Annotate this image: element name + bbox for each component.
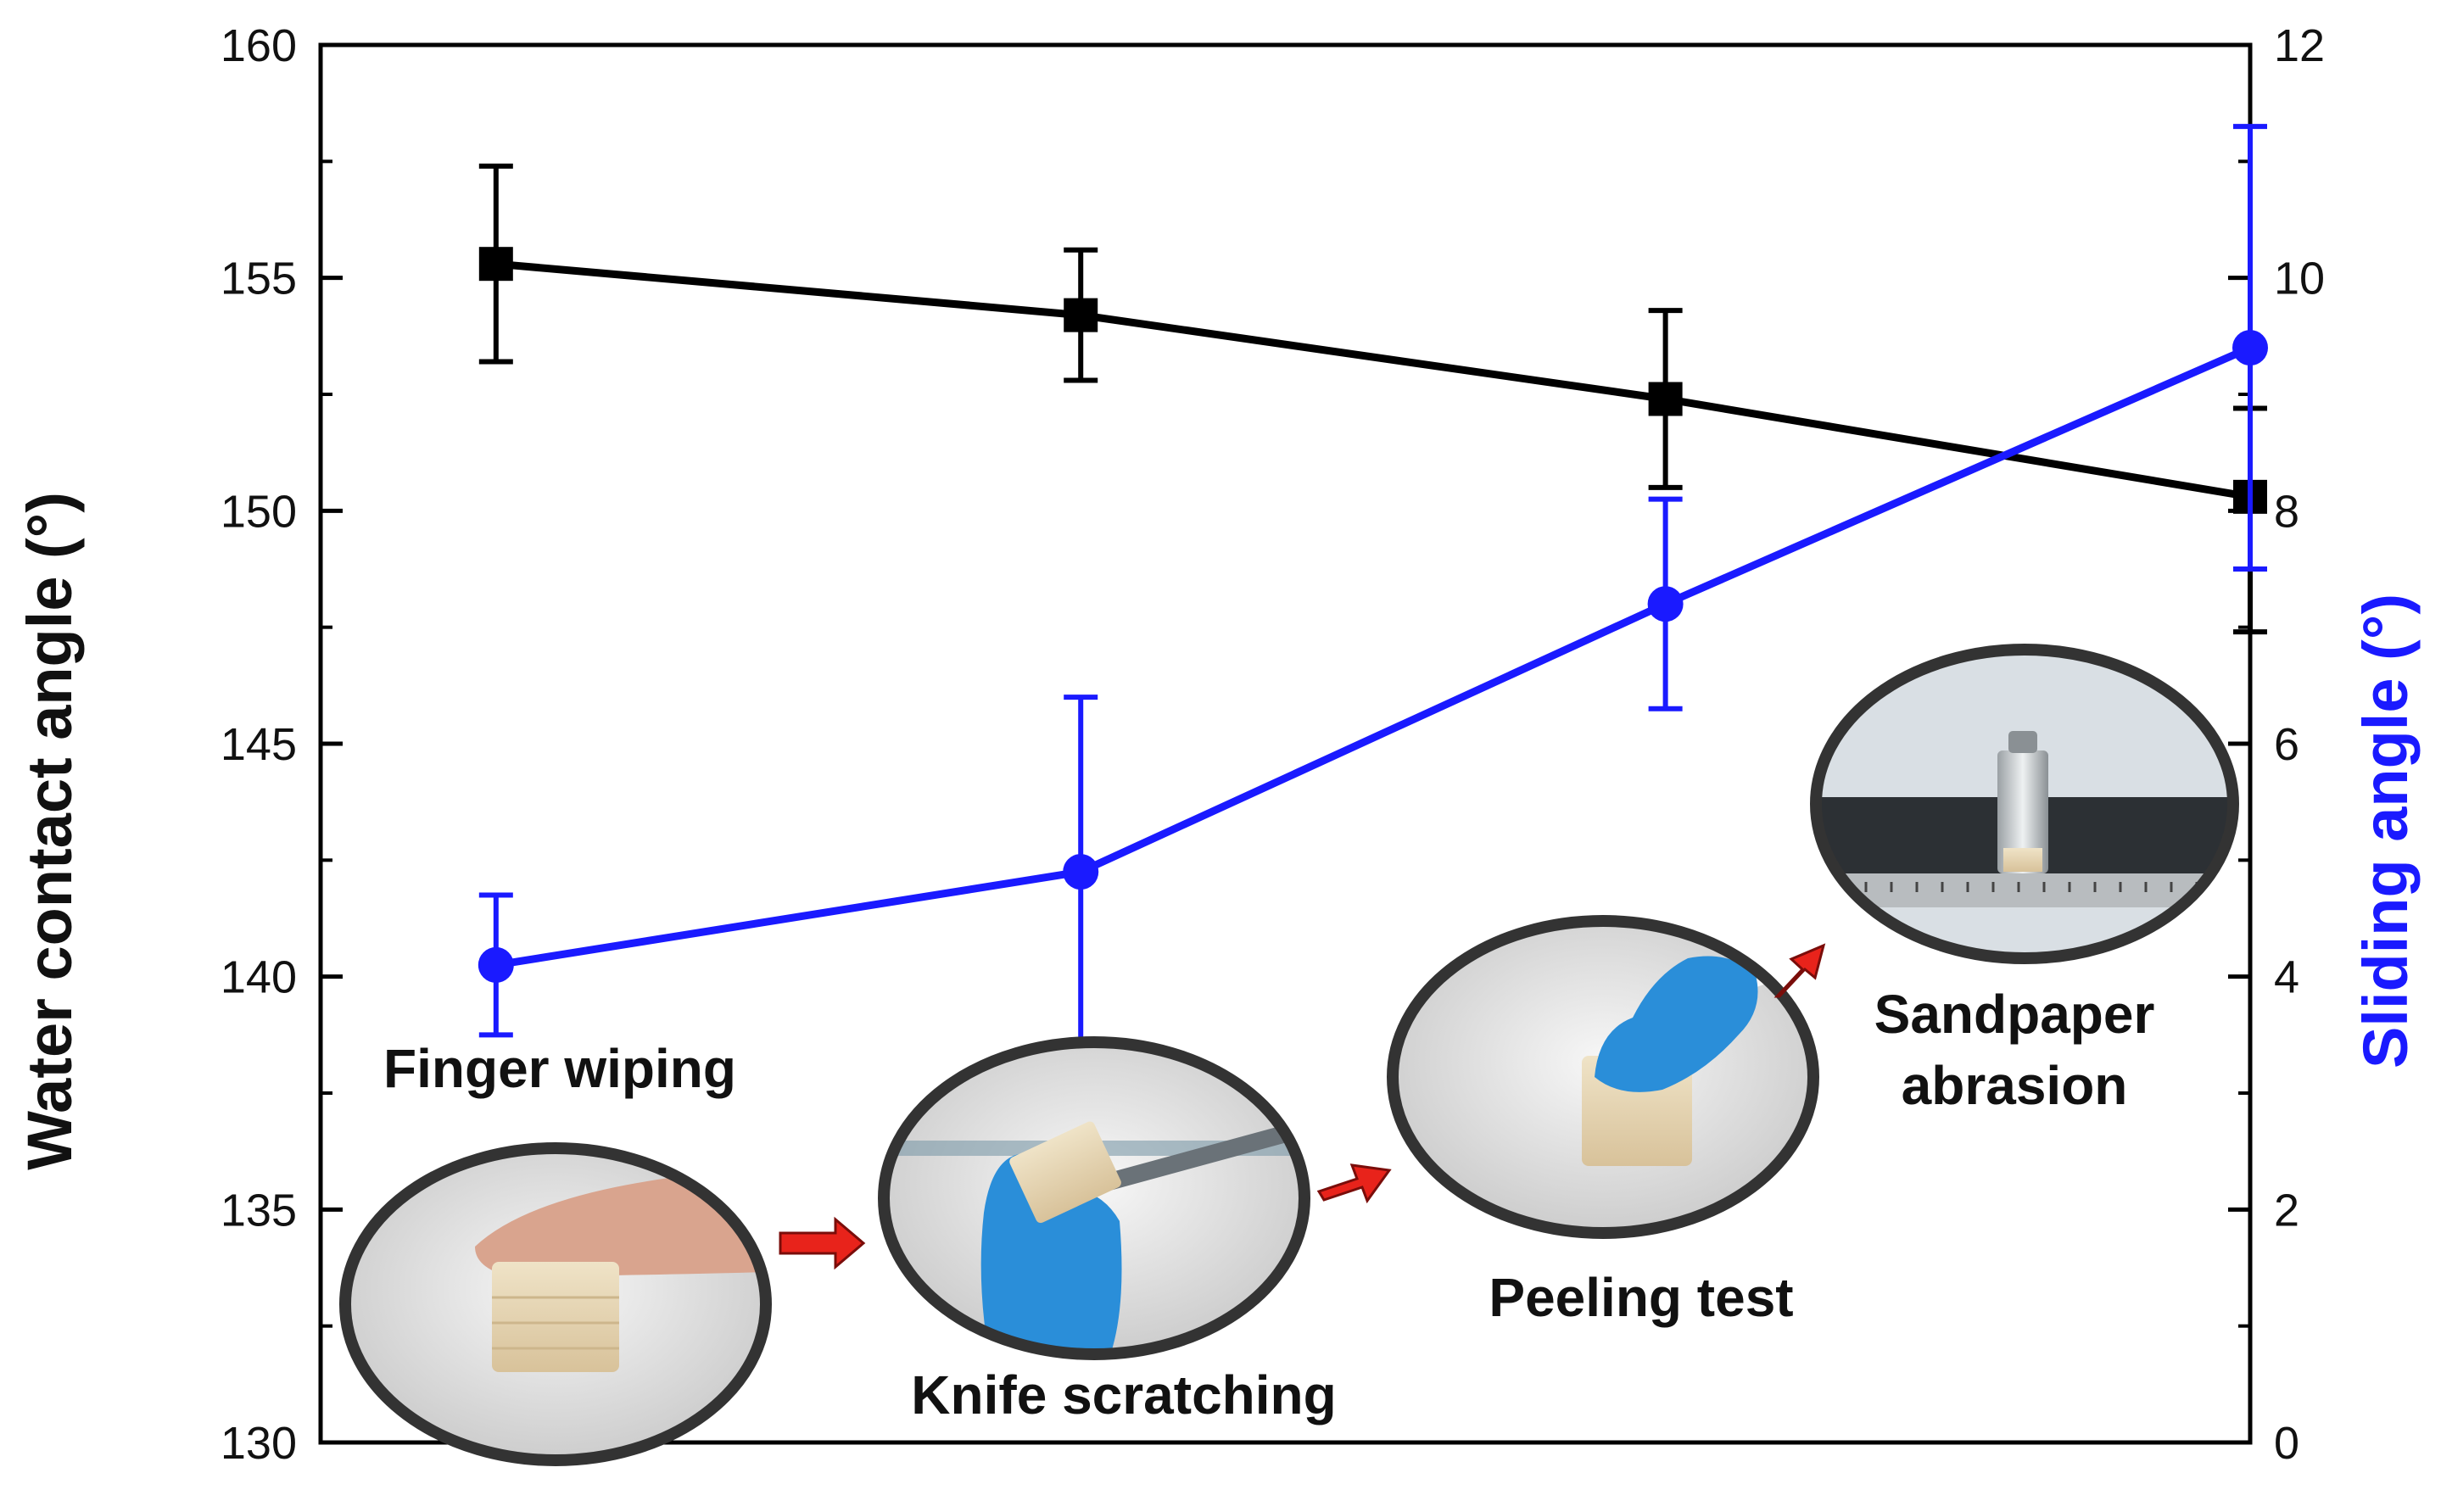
data-point-circle: [1647, 586, 1684, 622]
right-tick-label: 8: [2274, 486, 2299, 537]
inset-sandpaper-abrasion: Sandpaper abrasion: [1810, 644, 2239, 1116]
weight-icon: [1997, 750, 2048, 873]
caption-finger-wiping: Finger wiping: [383, 1038, 736, 1099]
caption-peeling-test: Peeling test: [1489, 1267, 1793, 1328]
left-tick-label: 140: [221, 952, 297, 1003]
arrow-up-right-icon: [1773, 943, 1826, 998]
caption-sandpaper-line1: Sandpaper: [1874, 984, 2155, 1045]
series-line: [495, 343, 2252, 969]
inset-knife-scratching: Knife scratching: [878, 1036, 1337, 1426]
right-axis-title: Sliding angle (°): [2350, 594, 2421, 1068]
wood-block-icon: [1009, 1121, 1121, 1224]
arrow-up-right-icon: [1316, 1163, 1392, 1204]
left-tick-label: 145: [221, 719, 297, 770]
finger-icon: [475, 1169, 766, 1276]
data-point-circle: [1063, 854, 1099, 890]
caption-knife-scratching: Knife scratching: [911, 1364, 1336, 1426]
left-tick-label: 150: [221, 486, 297, 537]
arrow-right-icon: [779, 1216, 866, 1270]
knife-icon: [1103, 1124, 1293, 1191]
ruler-icon: [1816, 873, 2233, 907]
process-arrows: [779, 943, 1826, 1270]
right-axis-ticks: 0 2 4 6 8 10 12: [2228, 20, 2325, 1469]
right-tick-label: 12: [2274, 20, 2325, 71]
data-point-square: [1064, 298, 1098, 332]
glove-icon: [1595, 956, 1758, 1092]
series-line: [495, 259, 2251, 501]
inset-peeling-test: Peeling test: [1387, 915, 1819, 1328]
right-tick-label: 10: [2274, 254, 2325, 304]
left-tick-label: 130: [221, 1418, 297, 1469]
right-tick-label: 4: [2274, 952, 2299, 1003]
inset-finger-wiping: Finger wiping: [339, 1038, 772, 1466]
glove-icon: [980, 1153, 1122, 1354]
series-layer: [478, 124, 2268, 1050]
data-point-circle: [2232, 330, 2268, 366]
right-tick-label: 2: [2274, 1185, 2299, 1236]
data-point-square: [1648, 382, 1683, 416]
left-tick-label: 155: [221, 254, 297, 304]
series-left: [478, 163, 2267, 635]
data-point-circle: [478, 946, 514, 983]
left-tick-label: 135: [221, 1185, 297, 1236]
wood-block-icon: [492, 1262, 619, 1372]
left-axis-ticks: 130 135 140 145 150 155 160: [221, 20, 343, 1469]
right-tick-label: 6: [2274, 719, 2299, 770]
right-tick-label: 0: [2274, 1418, 2299, 1469]
left-axis-title: Water contact angle (°): [14, 492, 85, 1170]
data-point-square: [478, 247, 513, 282]
left-tick-label: 160: [221, 20, 297, 71]
caption-sandpaper-line2: abrasion: [1902, 1055, 2128, 1116]
